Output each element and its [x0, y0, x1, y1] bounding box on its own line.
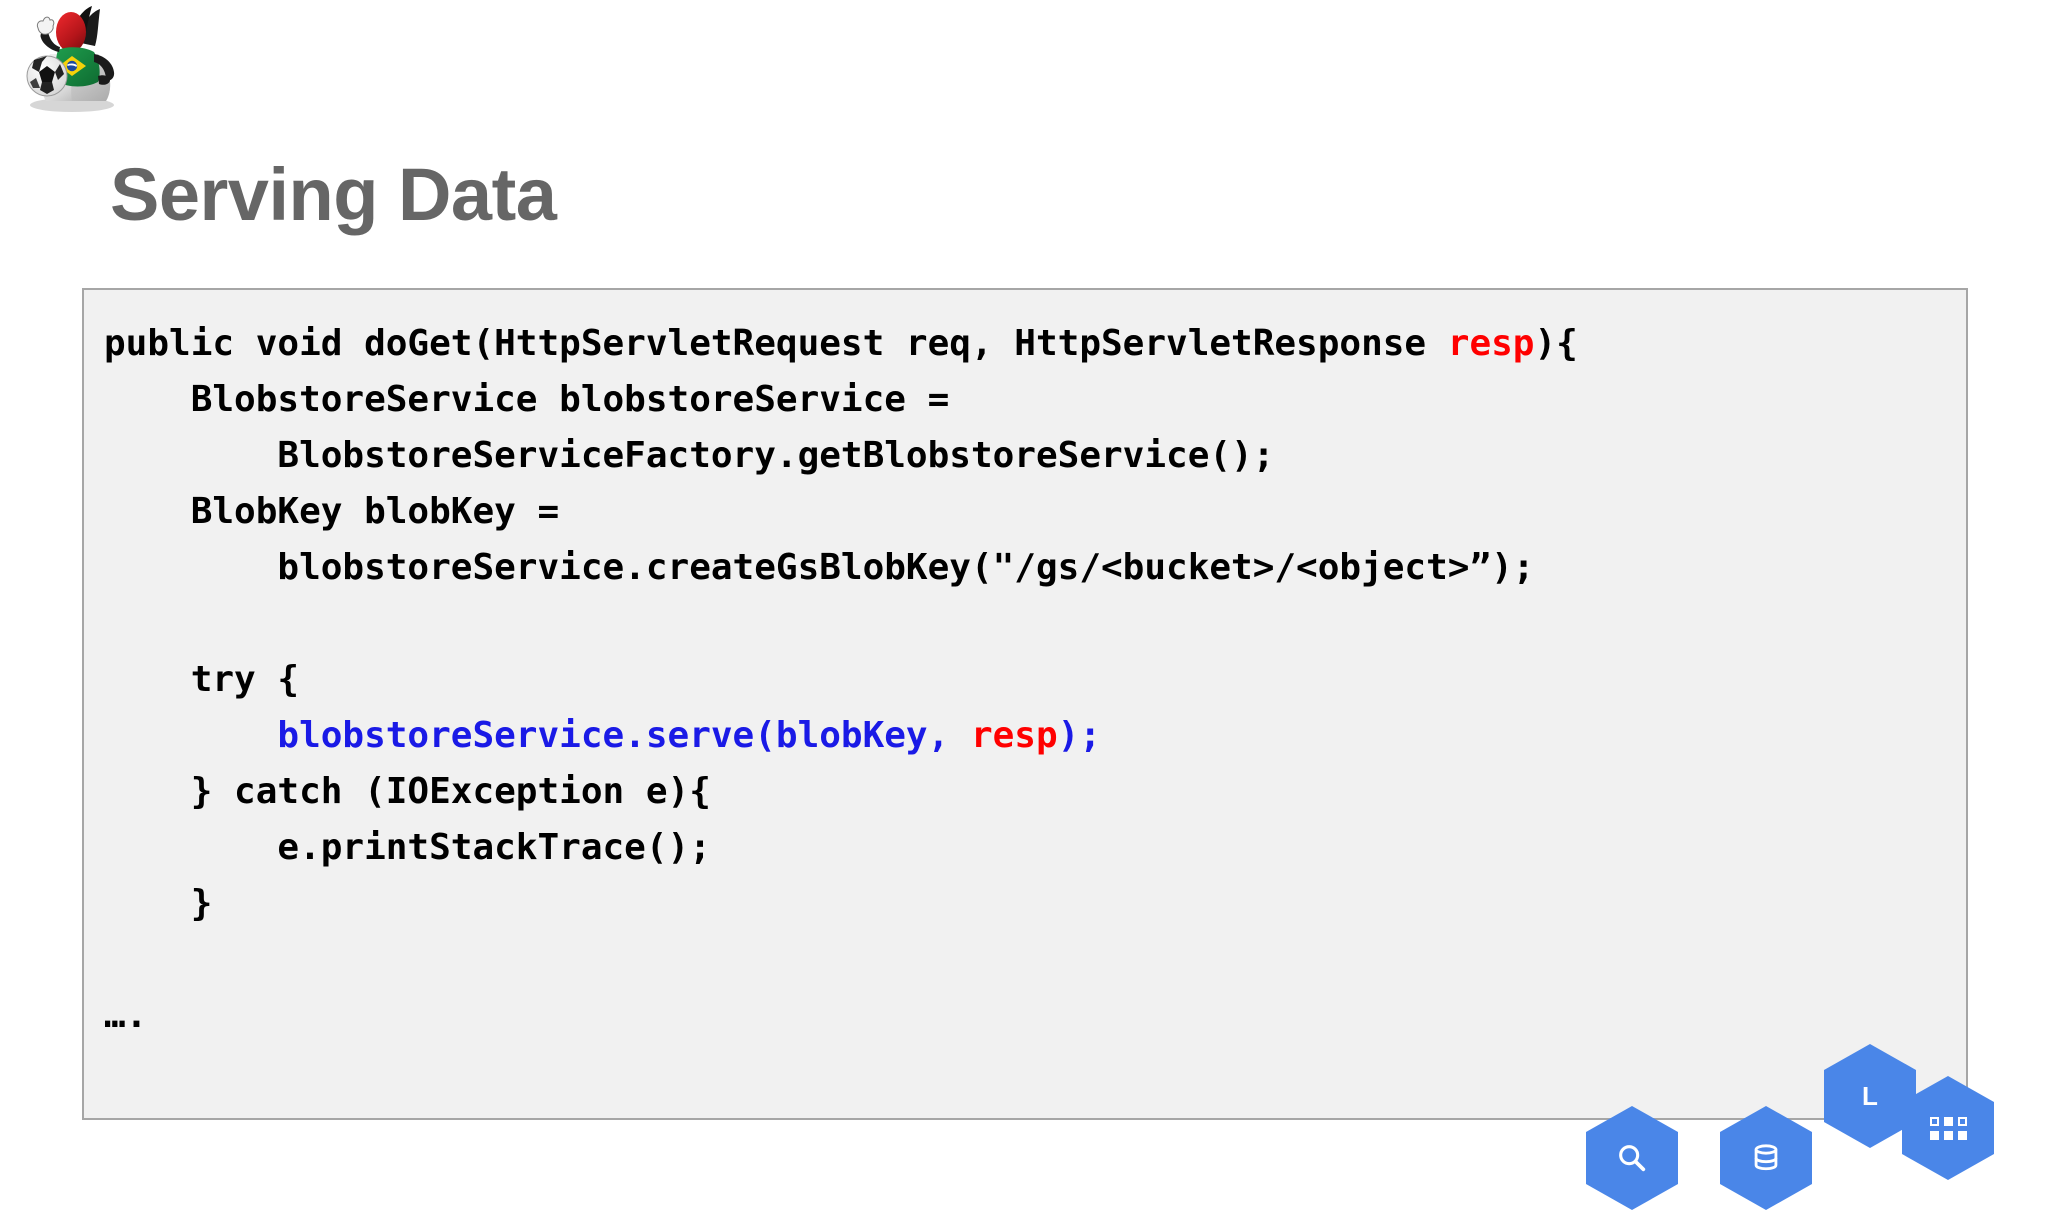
database-icon: [1754, 1144, 1778, 1171]
code-line: [104, 596, 1966, 652]
code-token: ){: [1534, 323, 1578, 364]
duke-head: [56, 12, 86, 52]
code-line: e.printStackTrace();: [104, 820, 1966, 876]
code-block: public void doGet(HttpServletRequest req…: [82, 288, 1968, 1120]
code-line: blobstoreService.createGsBlobKey("/gs/<b…: [104, 540, 1966, 596]
code-token: public void doGet(HttpServletRequest req…: [104, 323, 1448, 364]
code-line: }: [104, 876, 1966, 932]
code-token: blobstoreService.serve(blobKey,: [277, 715, 971, 756]
java-duke-logo: [14, 2, 132, 114]
magnifier-hex-icon[interactable]: [1586, 1106, 1678, 1210]
soccer-ball-patch-4: [30, 78, 40, 88]
code-line: public void doGet(HttpServletRequest req…: [104, 316, 1966, 372]
soccer-ball-patch-3: [40, 82, 54, 94]
slide-title: Serving Data: [110, 152, 557, 236]
duke-left-arm: [40, 30, 60, 52]
code-token: try {: [104, 659, 300, 700]
code-token: );: [1057, 715, 1102, 756]
database-hex-icon[interactable]: [1720, 1106, 1812, 1210]
brazil-flag-globe: [66, 60, 78, 72]
soccer-ball-patch-2: [55, 64, 64, 80]
code-line: BlobstoreServiceFactory.getBlobstoreServ…: [104, 428, 1966, 484]
code-token: resp: [1447, 323, 1535, 364]
grid-icon: [1929, 1116, 1967, 1140]
code-token: ….: [104, 995, 148, 1036]
duke-right-arm: [94, 54, 115, 81]
code-token: e.printStackTrace();: [104, 827, 711, 868]
code-token: [104, 715, 277, 756]
code-line: BlobstoreService blobstoreService =: [104, 372, 1966, 428]
letter-l-glyph: L: [1862, 1081, 1878, 1111]
gcp-hex-icon-row: L: [1586, 1044, 2048, 1210]
soccer-ball-pentagon-center: [39, 66, 55, 82]
code-token: resp: [970, 715, 1058, 756]
code-line: ….: [104, 988, 1966, 1044]
code-line: BlobKey blobKey =: [104, 484, 1966, 540]
code-line: try {: [104, 652, 1966, 708]
duke-shadow: [30, 98, 114, 112]
search-icon: [1619, 1145, 1646, 1172]
code-line: blobstoreService.serve(blobKey, resp);: [104, 708, 1966, 764]
code-line: [104, 932, 1966, 988]
code-token: BlobKey blobKey =: [104, 491, 560, 532]
code-token: BlobstoreService blobstoreService =: [104, 379, 950, 420]
code-token: blobstoreService.createGsBlobKey("/gs/<b…: [104, 547, 1535, 588]
soccer-ball-patch-1: [32, 56, 47, 72]
brazil-flag-band: [67, 63, 77, 67]
code-content: public void doGet(HttpServletRequest req…: [84, 290, 1966, 1044]
code-token: } catch (IOException e){: [104, 771, 711, 812]
letter-l-hex-icon[interactable]: L: [1824, 1044, 1916, 1148]
code-line: } catch (IOException e){: [104, 764, 1966, 820]
duke-right-hand: [98, 75, 110, 85]
duke-thumb-up-hand: [36, 16, 55, 35]
code-token: BlobstoreServiceFactory.getBlobstoreServ…: [104, 435, 1275, 476]
code-token: }: [104, 883, 213, 924]
